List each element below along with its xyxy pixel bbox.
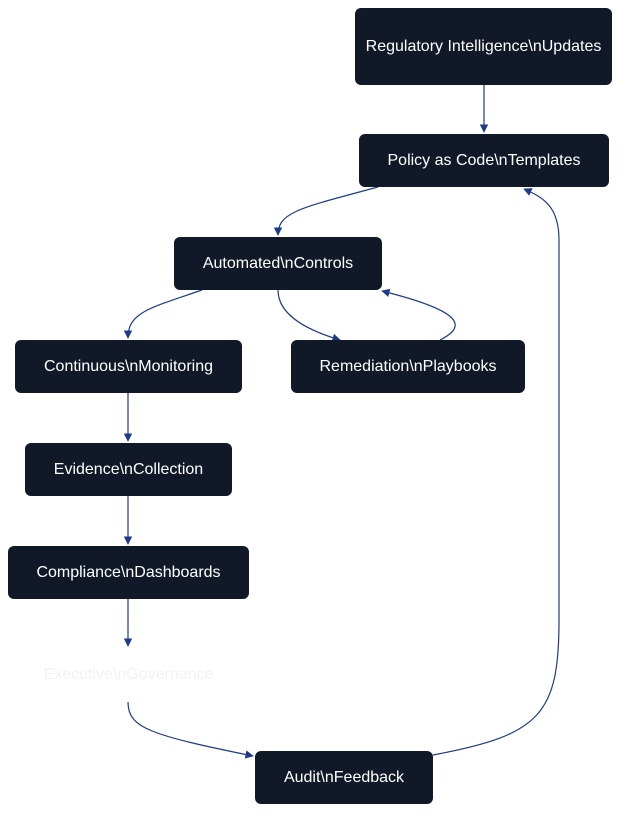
node-audit-feedback: Audit\nFeedback bbox=[255, 751, 433, 804]
edge-policy-to-automated bbox=[273, 186, 379, 236]
node-evidence-collection: Evidence\nCollection bbox=[25, 443, 232, 496]
node-policy-as-code: Policy as Code\nTemplates bbox=[359, 134, 609, 187]
node-executive-governance: Executive\nGovernance bbox=[20, 648, 237, 701]
node-compliance-dashboards: Compliance\nDashboards bbox=[8, 546, 249, 599]
edge-automated-to-remediation bbox=[277, 289, 341, 342]
node-label: Audit\nFeedback bbox=[283, 769, 405, 786]
node-label: Regulatory Intelligence\nUpdates bbox=[365, 38, 602, 55]
node-label: Policy as Code\nTemplates bbox=[387, 152, 581, 169]
node-label: Continuous\nMonitoring bbox=[44, 358, 213, 375]
edge-remediation-to-automated bbox=[381, 288, 456, 341]
edge-audit-to-policy bbox=[432, 188, 560, 756]
node-label: Compliance\nDashboards bbox=[36, 564, 221, 581]
node-label: Remediation\nPlaybooks bbox=[319, 358, 497, 375]
node-remediation-playbooks: Remediation\nPlaybooks bbox=[291, 340, 525, 393]
edge-automated-to-monitoring bbox=[123, 289, 203, 339]
node-continuous-monitoring: Continuous\nMonitoring bbox=[15, 340, 242, 393]
node-regulatory-intelligence: Regulatory Intelligence\nUpdates bbox=[355, 8, 612, 85]
edge-executive-to-audit bbox=[127, 701, 254, 759]
node-label: Executive\nGovernance bbox=[43, 666, 214, 683]
node-label: Automated\nControls bbox=[202, 255, 354, 272]
node-automated-controls: Automated\nControls bbox=[174, 237, 382, 290]
node-label: Evidence\nCollection bbox=[53, 461, 204, 478]
